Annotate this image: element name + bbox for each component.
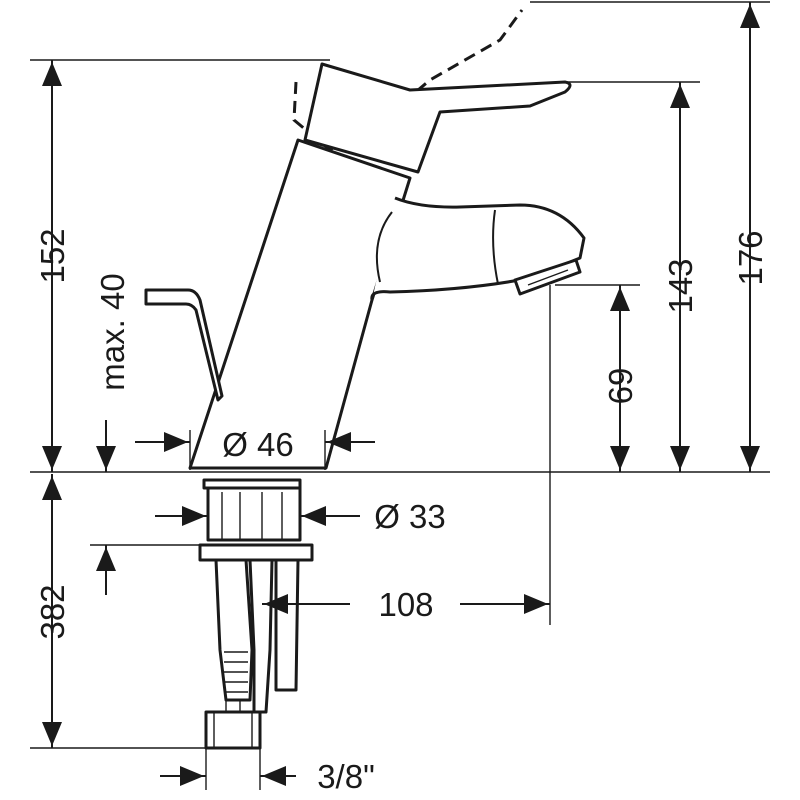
mounting-nut — [198, 543, 314, 562]
shank-threads — [221, 492, 283, 540]
arrowhead — [610, 446, 630, 470]
arrowhead — [327, 432, 351, 452]
dimension-lines — [30, 1, 770, 790]
dimension-labels: 176 143 69 152 max. 40 382 Ø 46 Ø 33 108… — [34, 228, 769, 795]
arrowhead — [524, 594, 548, 614]
arrowhead — [180, 766, 204, 786]
arrowhead — [96, 446, 116, 470]
label-connection-size: 3/8" — [317, 758, 375, 795]
hose-left-braid — [224, 651, 248, 693]
label-spout-clearance: 69 — [602, 368, 639, 405]
label-spout-reach: 108 — [378, 586, 433, 623]
supply-hose-right — [274, 558, 300, 692]
spout-inner-curve — [375, 211, 393, 283]
faucet-body-outline — [144, 9, 586, 750]
arrowhead — [42, 62, 62, 86]
label-body-height: 152 — [34, 228, 71, 283]
arrowhead — [42, 446, 62, 470]
arrowhead — [164, 432, 188, 452]
arrowhead — [302, 506, 326, 526]
arrowhead — [96, 547, 116, 571]
supply-hose-middle — [248, 558, 274, 714]
aerator-detail — [527, 269, 569, 286]
label-overall-height: 176 — [732, 230, 769, 285]
arrowhead — [42, 476, 62, 500]
pop-up-rod — [144, 288, 224, 402]
connector-detail — [213, 699, 253, 748]
label-shank-diameter: Ø 33 — [374, 498, 446, 535]
arrowhead — [264, 594, 288, 614]
arrowhead — [670, 84, 690, 108]
shank — [206, 486, 302, 542]
arrowhead — [740, 4, 760, 28]
supply-hose-left — [214, 558, 254, 702]
label-max-thickness: max. 40 — [94, 273, 131, 390]
label-hose-length: 382 — [34, 584, 71, 639]
arrowhead — [262, 766, 286, 786]
lever-cap-edge — [304, 63, 323, 141]
arrowhead — [740, 446, 760, 470]
label-base-diameter: Ø 46 — [222, 426, 294, 463]
faucet-column — [188, 138, 412, 470]
arrowhead — [182, 506, 206, 526]
arrowhead — [42, 722, 62, 746]
arrowhead — [670, 446, 690, 470]
spout-divider — [492, 209, 499, 285]
label-spout-height: 143 — [662, 258, 699, 313]
arrowhead — [610, 287, 630, 311]
faucet-spout — [370, 196, 586, 301]
